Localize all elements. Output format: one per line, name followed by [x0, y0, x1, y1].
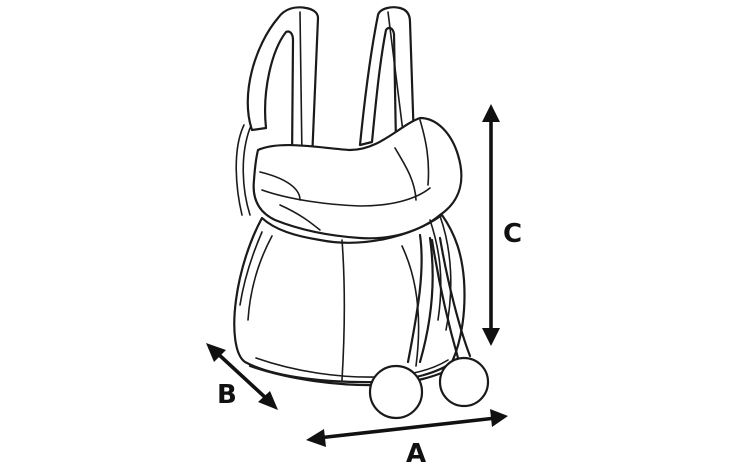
dimension-a-arrowhead-left	[306, 429, 326, 447]
bag-illustration	[233, 6, 490, 420]
dimension-c-arrowhead-bottom	[482, 328, 500, 346]
dimension-b-arrowhead-bottom	[258, 391, 278, 410]
dimension-c-label: C	[503, 219, 522, 249]
dimension-c: C	[482, 104, 522, 346]
right-pompom	[438, 356, 490, 408]
dimension-c-arrowhead-top	[482, 104, 500, 122]
dimension-b-label: B	[217, 380, 237, 410]
dimension-b-arrowhead-top	[206, 343, 226, 362]
dimension-b-arrow	[214, 350, 270, 402]
dimension-a-label: A	[406, 439, 426, 469]
dimension-a-arrow	[317, 416, 497, 440]
drawstring-cords	[406, 233, 472, 364]
dimension-a-arrowhead-right	[490, 409, 508, 427]
dimension-b: B	[206, 343, 278, 410]
dimension-a: A	[306, 409, 508, 469]
left-pompom	[368, 364, 424, 420]
bag-top-flap	[252, 116, 463, 240]
